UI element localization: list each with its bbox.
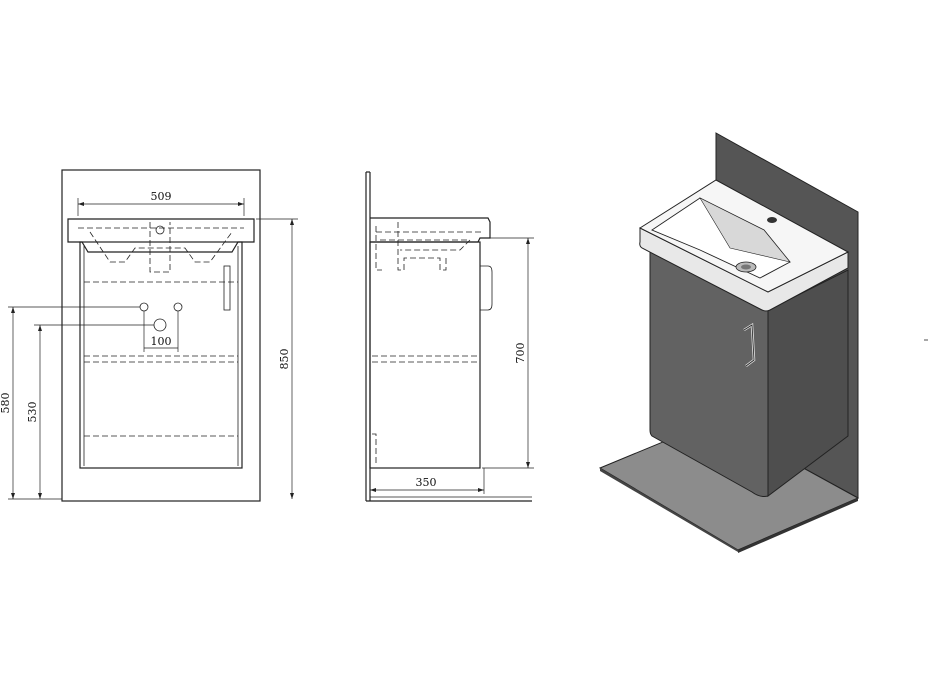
side-basin	[370, 217, 491, 243]
water-inlet-left	[139, 302, 149, 312]
water-inlet-right	[173, 302, 183, 312]
isometric-view	[598, 132, 860, 553]
dim-side-height: 700	[514, 343, 527, 364]
side-handle	[480, 265, 493, 311]
dim-front-width: 509	[151, 190, 172, 203]
dim-total-height: 850	[278, 349, 291, 370]
iso-tap-hole	[767, 217, 777, 223]
iso-cabinet-front	[649, 249, 769, 497]
dim-height-580: 580	[0, 393, 12, 414]
dim-side-depth: 350	[416, 476, 437, 489]
side-cabinet	[369, 241, 481, 469]
front-wall-outline	[61, 169, 261, 502]
side-view: 700 350	[365, 171, 534, 502]
front-handle	[223, 265, 231, 311]
front-cabinet	[79, 241, 243, 469]
dim-height-530: 530	[26, 402, 39, 423]
iso-basin-rim	[639, 227, 849, 312]
dim-hole-spacing: 100	[151, 335, 172, 348]
front-basin	[67, 218, 255, 253]
drain-hole	[153, 318, 167, 332]
front-view: 509 100 580 530 850	[0, 169, 298, 502]
